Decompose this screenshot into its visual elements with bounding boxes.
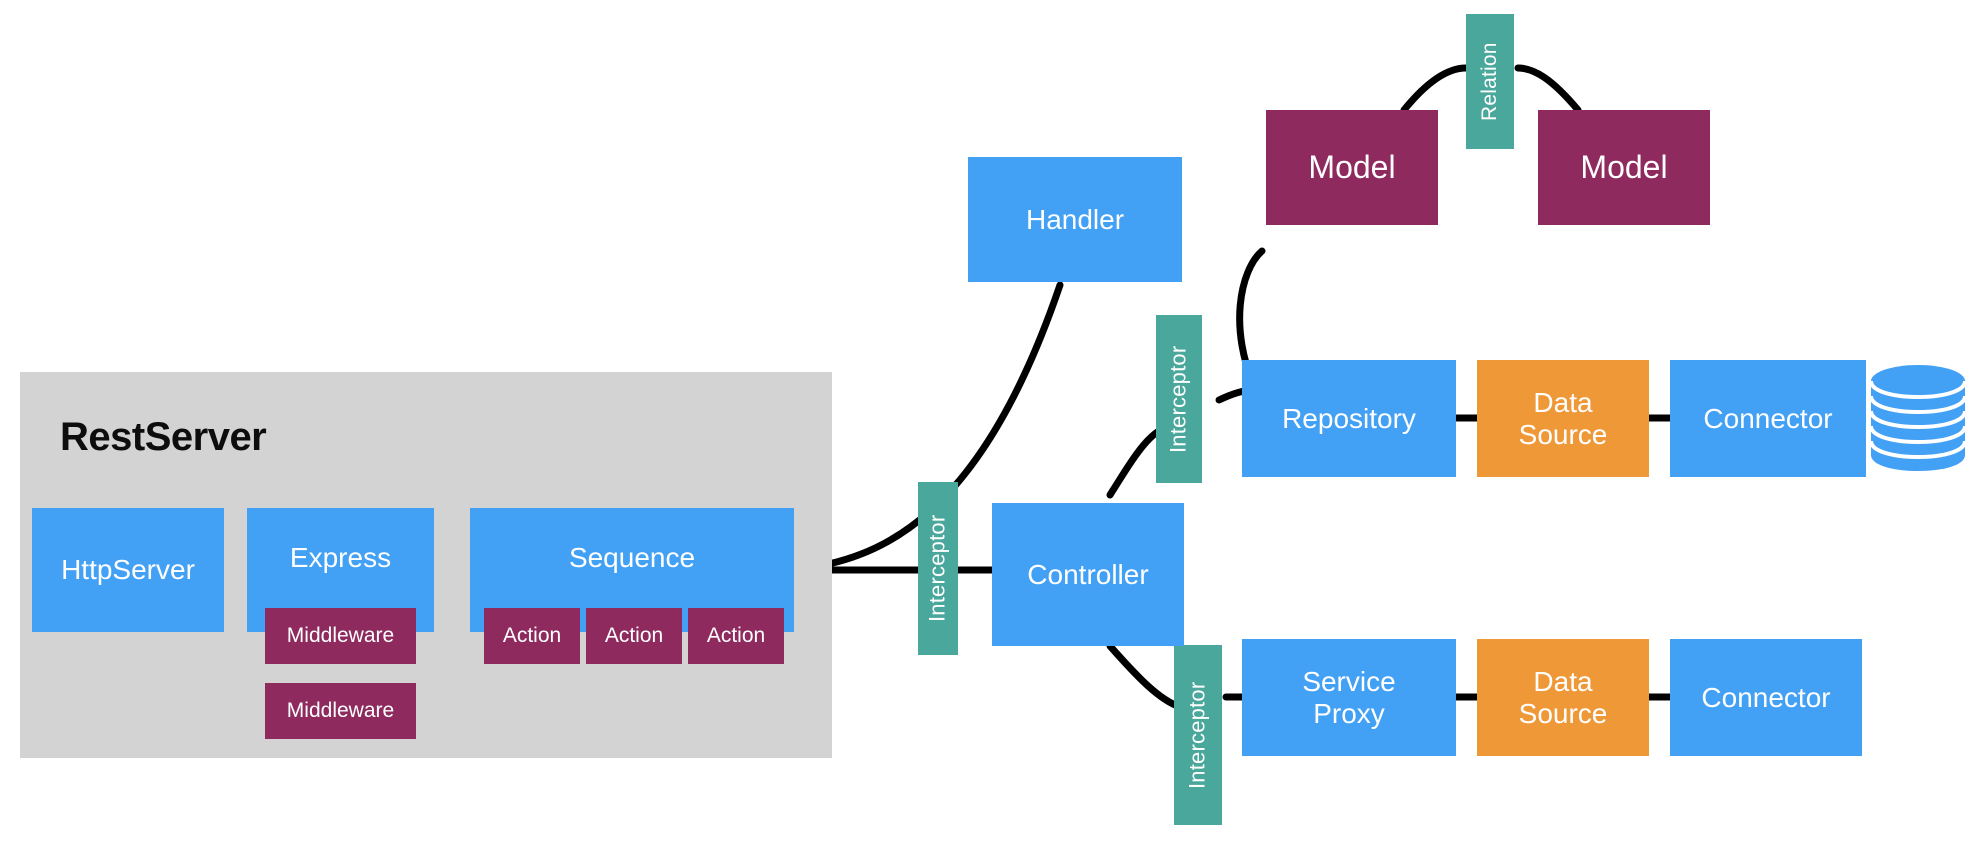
- restserver-title: RestServer: [60, 415, 267, 459]
- node-service-proxy[interactable]: Service Proxy: [1242, 639, 1456, 756]
- node-interceptor-repository[interactable]: Interceptor: [1156, 315, 1202, 483]
- node-connector-top[interactable]: Connector: [1670, 360, 1866, 477]
- node-middleware-1[interactable]: Middleware: [265, 608, 416, 664]
- node-handler[interactable]: Handler: [968, 157, 1182, 282]
- wire-controller-interceptor-service: [1106, 642, 1184, 711]
- node-model-right[interactable]: Model: [1538, 110, 1710, 225]
- wire-model-relation-left: [1400, 64, 1470, 114]
- node-data-source-bottom[interactable]: Data Source: [1477, 639, 1649, 756]
- node-action-3[interactable]: Action: [688, 608, 784, 664]
- node-relation[interactable]: Relation: [1466, 14, 1514, 149]
- node-interceptor-service[interactable]: Interceptor: [1174, 645, 1222, 825]
- node-repository[interactable]: Repository: [1242, 360, 1456, 477]
- node-controller[interactable]: Controller: [992, 503, 1184, 646]
- node-httpserver[interactable]: HttpServer: [32, 508, 224, 632]
- node-action-2[interactable]: Action: [586, 608, 682, 664]
- node-model-left[interactable]: Model: [1266, 110, 1438, 225]
- node-action-1[interactable]: Action: [484, 608, 580, 664]
- database-cylinder-icon: [1869, 365, 1967, 471]
- node-data-source-top[interactable]: Data Source: [1477, 360, 1649, 477]
- node-middleware-2[interactable]: Middleware: [265, 683, 416, 739]
- wire-relation-model-right: [1514, 64, 1582, 114]
- node-connector-bottom[interactable]: Connector: [1670, 639, 1862, 756]
- node-interceptor-sequence[interactable]: Interceptor: [918, 482, 958, 655]
